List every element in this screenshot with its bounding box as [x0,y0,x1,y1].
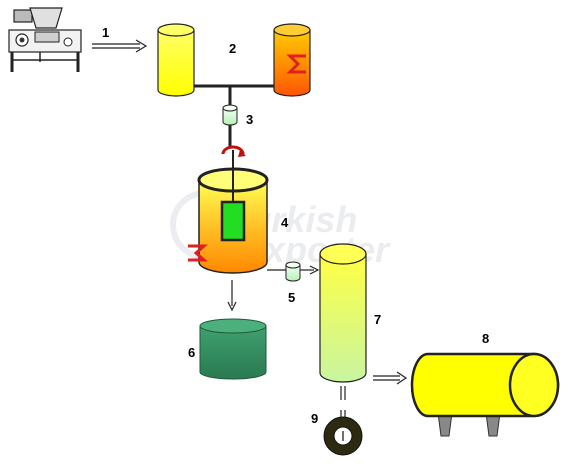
storage-tank-green [199,318,267,380]
horizontal-storage-tank [410,352,560,437]
settling-column [319,243,367,383]
agitator-paddle [220,200,246,242]
label-5: 5 [288,290,295,305]
pipe-mixer-to-column [267,265,320,275]
label-7: 7 [374,312,381,327]
label-3: 3 [246,112,253,127]
label-8: 8 [482,331,489,346]
label-6: 6 [188,345,195,360]
arrow-column-to-storage-tank [373,371,408,385]
tank-connector-pipe [194,84,274,108]
crusher-machine-icon [8,7,82,72]
label-4: 4 [281,215,289,230]
pump-ring-icon [323,416,363,456]
rotation-arrow-icon [221,145,245,155]
mixing-tank [188,145,269,274]
label-1: 1 [102,25,109,40]
tank-yellow [157,23,195,97]
label-2: 2 [229,41,236,56]
heater-coil-icon [286,54,306,74]
arrow-machine-to-tanks [92,39,148,53]
heater-coil-icon [188,244,208,262]
arrow-mixer-to-storage [227,280,237,312]
label-9: 9 [311,411,318,426]
filter-5 [285,261,301,282]
filter-3 [222,104,238,126]
pipe-column-to-pump [340,386,346,418]
tank-orange-heated [273,23,311,97]
watermark-line2: exporter [245,229,391,270]
